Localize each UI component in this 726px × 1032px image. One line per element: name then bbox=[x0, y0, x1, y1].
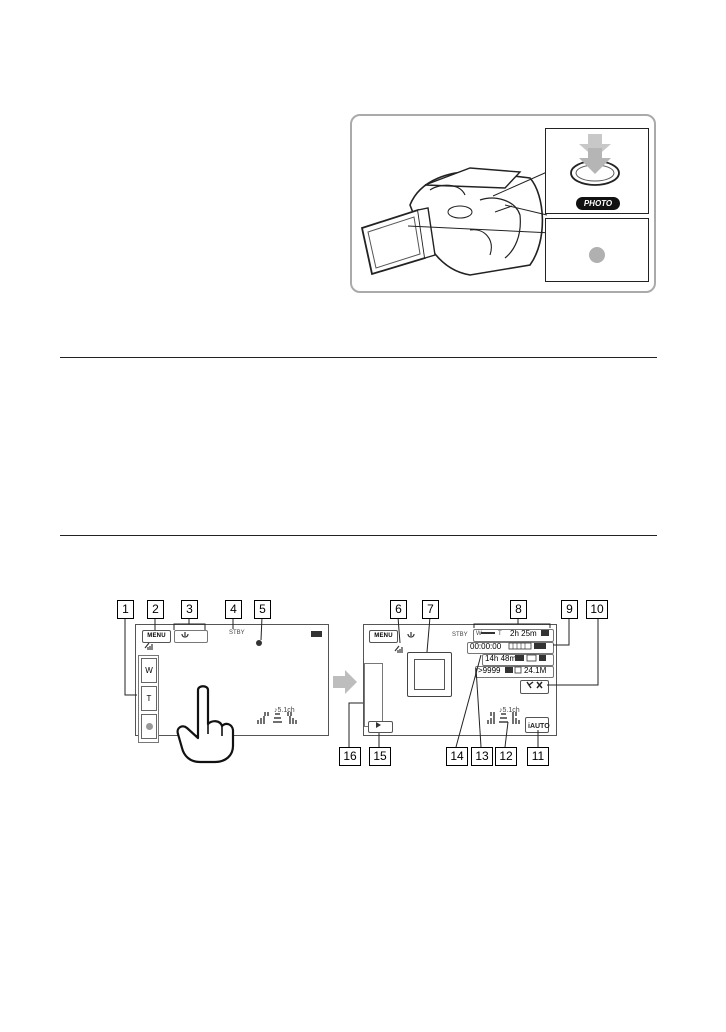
timecode: 00:00:00 bbox=[470, 642, 502, 651]
remaining-battery-time: 2h 25m bbox=[510, 629, 537, 638]
zoom-t-button[interactable]: T bbox=[141, 686, 157, 711]
menu-button[interactable]: MENU bbox=[369, 630, 398, 643]
photo-count: >9999 bbox=[478, 666, 501, 675]
zoom-panel: W T bbox=[138, 655, 159, 743]
zoom-w-label: W bbox=[476, 631, 482, 637]
rec-mode-field bbox=[174, 630, 208, 643]
callout-16: 16 bbox=[339, 747, 361, 766]
record-dot-icon bbox=[145, 723, 153, 731]
callout-8: 8 bbox=[510, 600, 527, 619]
standby-indicator: STBY bbox=[452, 632, 468, 638]
intelligent-auto-button[interactable] bbox=[525, 717, 549, 733]
photo-size: 24.1M bbox=[524, 666, 547, 675]
lcd-inset bbox=[545, 218, 649, 282]
section-divider-top bbox=[60, 357, 657, 358]
callout-1: 1 bbox=[117, 600, 134, 619]
callout-14: 14 bbox=[446, 747, 468, 766]
callout-4: 4 bbox=[225, 600, 242, 619]
record-button[interactable] bbox=[141, 714, 157, 739]
callout-3: 3 bbox=[181, 600, 198, 619]
focus-frame bbox=[407, 652, 452, 697]
callout-15: 15 bbox=[369, 747, 391, 766]
callout-12: 12 bbox=[495, 747, 517, 766]
section-divider-bottom bbox=[60, 535, 657, 536]
menu-button[interactable]: MENU bbox=[142, 630, 171, 643]
playback-button[interactable] bbox=[368, 721, 393, 733]
transition-arrow-icon bbox=[333, 670, 357, 694]
callout-9: 9 bbox=[561, 600, 578, 619]
audio-channel-indicator: ♪5.1ch bbox=[274, 707, 295, 714]
zoom-w-button[interactable]: W bbox=[141, 658, 157, 683]
left-screen-icons bbox=[144, 631, 322, 724]
photo-count-field bbox=[475, 666, 554, 678]
callout-11: 11 bbox=[527, 747, 549, 766]
screen-before-touch: MENU STBY ♪5.1ch W T bbox=[135, 624, 329, 743]
audio-channel-indicator: ♪5.1ch bbox=[499, 707, 520, 714]
callout-13: 13 bbox=[471, 747, 493, 766]
photo-button-label: PHOTO bbox=[576, 197, 620, 210]
callout-6: 6 bbox=[390, 600, 407, 619]
callout-2: 2 bbox=[147, 600, 164, 619]
timecode-field bbox=[467, 642, 554, 654]
svg-text:iAUTO: iAUTO bbox=[528, 723, 550, 730]
press-arrow-icon bbox=[570, 134, 620, 186]
callout-5: 5 bbox=[254, 600, 271, 619]
callout-7: 7 bbox=[422, 600, 439, 619]
touch-finger-icon bbox=[176, 685, 235, 764]
zoom-t-label: T bbox=[498, 631, 502, 637]
callout-10: 10 bbox=[586, 600, 608, 619]
standby-indicator: STBY bbox=[229, 630, 245, 636]
right-screen-icons: iAUTO bbox=[376, 630, 550, 730]
recording-time: 14h 48m bbox=[485, 654, 517, 663]
camera-figure bbox=[350, 114, 656, 293]
record-dot-icon bbox=[589, 247, 605, 263]
